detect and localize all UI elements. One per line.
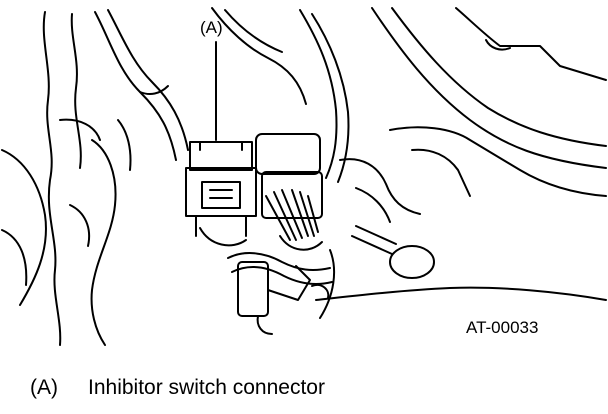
legend-text: Inhibitor switch connector — [88, 376, 325, 399]
figure-code: AT-00033 — [466, 318, 538, 337]
breather-pipe — [315, 225, 607, 319]
mating-connector — [255, 133, 323, 251]
engine-block-left — [1, 11, 117, 346]
wiring-harness — [94, 7, 350, 183]
lower-harness — [227, 252, 333, 335]
legend-key: (A) — [30, 376, 58, 399]
inhibitor-switch-connector — [185, 141, 257, 247]
legend-caption: (A) Inhibitor switch connector — [30, 376, 325, 400]
body-panel-right — [339, 7, 607, 223]
callout-label-a: (A) — [200, 18, 223, 37]
